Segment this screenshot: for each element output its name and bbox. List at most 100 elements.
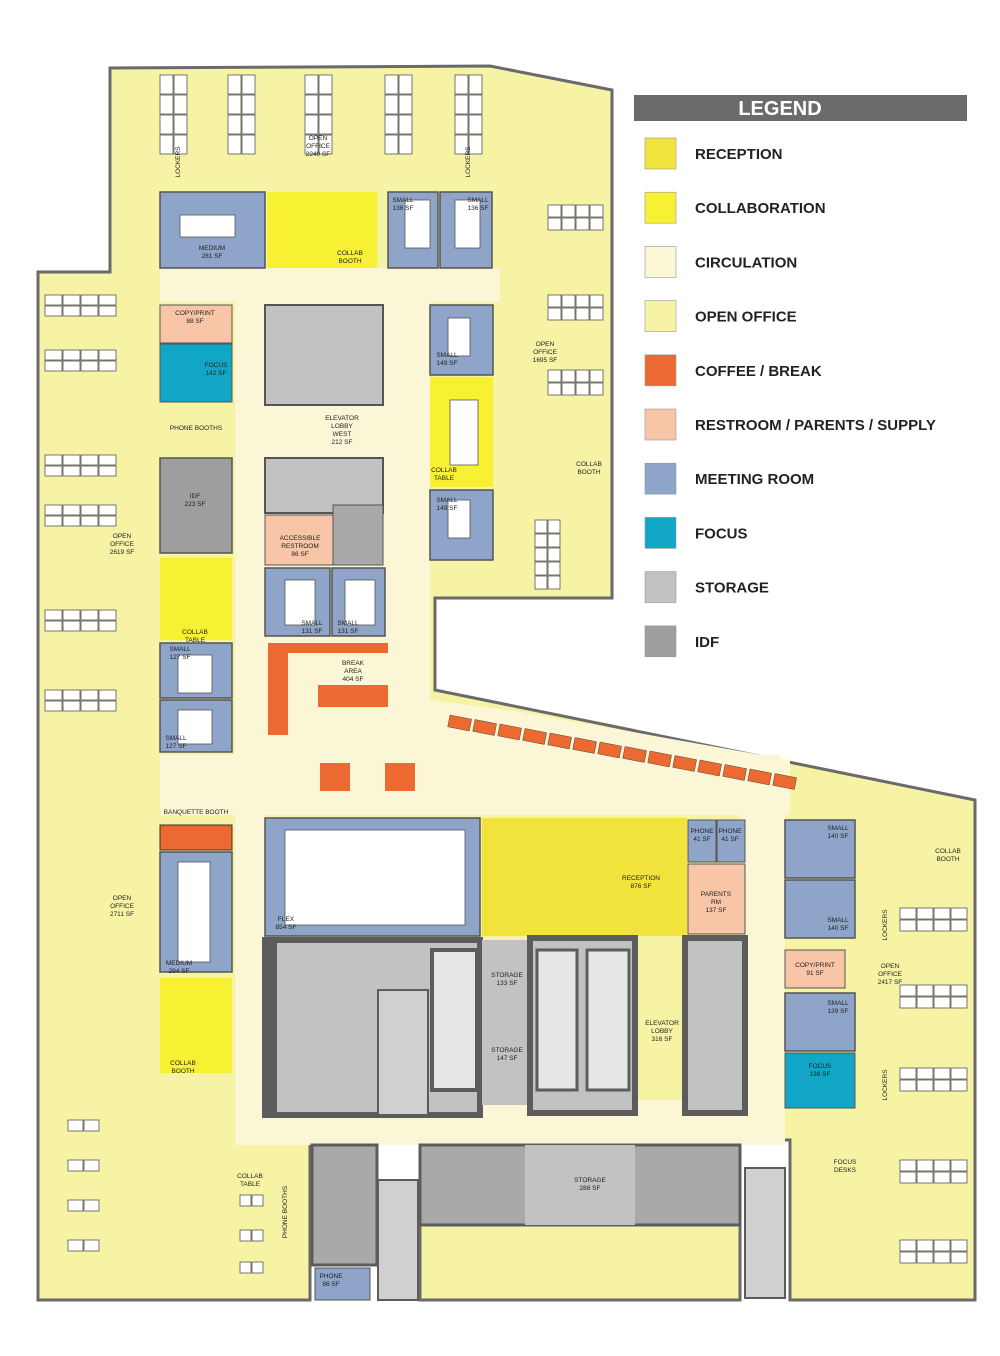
room-label-lockers-4: LOCKERS (882, 1069, 889, 1101)
desk (98, 609, 117, 621)
desk (384, 74, 399, 95)
counter-seat (472, 719, 497, 736)
phone-b (716, 819, 746, 863)
room-label-break-area: BREAK (342, 660, 365, 667)
desk (916, 919, 934, 932)
room-label-small-127b: 127 SF (166, 743, 187, 750)
desk (62, 609, 81, 621)
small-room-140b (784, 879, 856, 939)
desk (899, 1171, 917, 1184)
counter-seat (672, 755, 697, 772)
desk (534, 547, 548, 562)
desk (454, 199, 481, 249)
room-label-collab-booth-top: COLLAB (337, 250, 363, 257)
legend: LEGEND RECEPTIONCOLLABORATIONCIRCULATION… (634, 95, 967, 658)
room-label-small-127a: SMALL (169, 646, 191, 653)
desk (239, 1194, 252, 1207)
room-label-small-136b: 136 SF (468, 205, 489, 212)
desk (454, 94, 469, 115)
desk (159, 94, 174, 115)
desk (384, 114, 399, 135)
room-label-phone-b: PHONE (718, 828, 742, 835)
room-label-elevator-lobby-west: ELEVATOR (325, 415, 359, 422)
desk (950, 919, 968, 932)
desk (398, 114, 413, 135)
room-label-open-office-left: 2619 SF (110, 549, 135, 556)
room-label-collab-table-sw: COLLAB (237, 1173, 263, 1180)
desk (916, 996, 934, 1009)
room-label-collab-table-left: COLLAB (182, 629, 208, 636)
room-label-open-office-east: OFFICE (878, 971, 902, 978)
desk (449, 399, 479, 466)
room-label-small-149a: 149 SF (437, 360, 458, 367)
desk (44, 504, 63, 516)
room-label-reception: RECEPTION (622, 875, 660, 882)
desk (179, 214, 236, 238)
accessible-restroom (264, 514, 334, 566)
room-label-parents-rm: PARENTS (701, 891, 732, 898)
desk (80, 454, 99, 466)
desk (44, 609, 63, 621)
desk (44, 620, 63, 632)
collab-booth-top (267, 192, 377, 268)
room-label-idf: IDF (190, 493, 201, 500)
core-stair (377, 989, 429, 1116)
room-label-collab-booth-sw: COLLAB (170, 1060, 196, 1067)
desk (950, 996, 968, 1009)
legend-swatch (644, 246, 677, 278)
room-label-focus-left: FOCUS (205, 362, 228, 369)
counter-seat (447, 714, 472, 732)
desk (62, 504, 81, 516)
legend-header (634, 95, 967, 121)
desk (454, 134, 469, 155)
legend-swatch (644, 354, 677, 387)
room-label-phone-86: 86 SF (322, 1281, 339, 1288)
desk (561, 369, 576, 383)
desk (468, 134, 483, 155)
legend-label: CIRCULATION (695, 254, 797, 271)
room-label-collab-booth-sw: BOOTH (171, 1068, 194, 1075)
desk (344, 579, 376, 626)
desk (575, 307, 590, 321)
collab-table-left (160, 558, 232, 640)
desk (561, 307, 576, 321)
room-label-small-140b: SMALL (827, 917, 849, 924)
desk (916, 1067, 934, 1080)
desk (44, 349, 63, 361)
desk (404, 199, 431, 249)
desk (933, 1079, 951, 1092)
legend-title: LEGEND (738, 98, 821, 120)
room-label-small-127a: 127 SF (170, 654, 191, 661)
core-shaft-1 (430, 948, 479, 1092)
room-label-small-139: 139 SF (828, 1008, 849, 1015)
desk (547, 561, 561, 576)
room-label-focus-right: 138 SF (810, 1071, 831, 1078)
room-label-copy-print-left: COPY/PRINT (175, 310, 215, 317)
desk (67, 1239, 84, 1252)
core-east (682, 935, 748, 1116)
counter-seat (522, 728, 547, 745)
desk (318, 74, 333, 95)
legend-swatch (644, 408, 677, 441)
desk (83, 1239, 100, 1252)
elevator-west-shaft-2 (264, 457, 384, 514)
small-room-140a (784, 819, 856, 879)
desk (67, 1119, 84, 1132)
legend-swatch (644, 137, 677, 170)
desk (83, 1119, 100, 1132)
desk (62, 360, 81, 372)
room-label-copy-print-left: 88 SF (186, 318, 203, 325)
desk (318, 134, 333, 155)
room-label-accessible-restroom: RESTROOM (281, 543, 319, 550)
room-label-small-140b: 140 SF (828, 925, 849, 932)
desk (950, 1079, 968, 1092)
room-label-collab-booth-east: COLLAB (935, 848, 961, 855)
core-shaft-3 (585, 948, 631, 1092)
desk (547, 547, 561, 562)
room-label-accessible-restroom: 86 SF (291, 551, 308, 558)
desk (284, 579, 316, 626)
desk (899, 1239, 917, 1252)
room-label-focus-left: 142 SF (206, 370, 227, 377)
desk (44, 689, 63, 701)
